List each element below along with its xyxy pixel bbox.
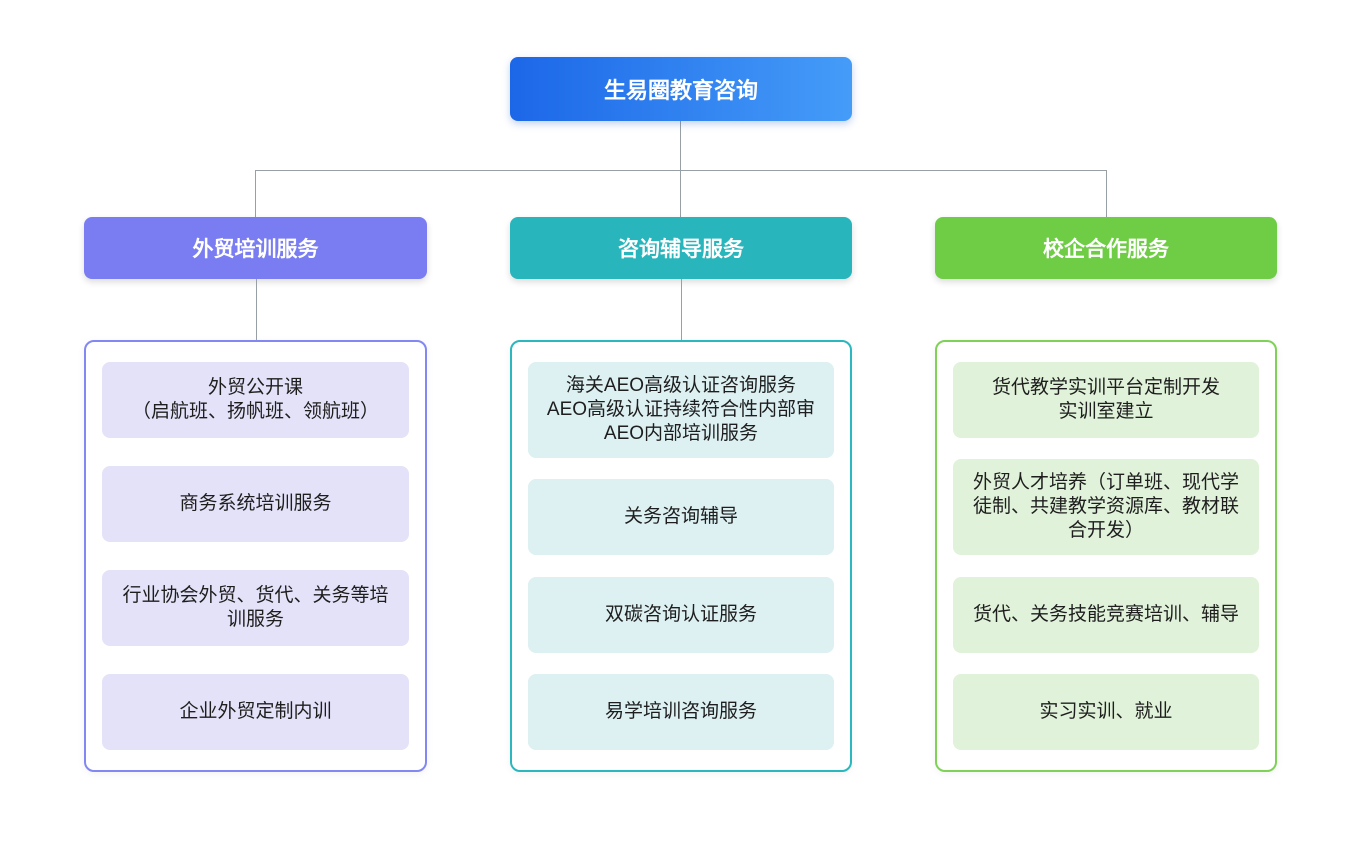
connector-branch1-drop (255, 279, 257, 340)
leaf-item: 关务咨询辅导 (528, 479, 834, 556)
leaf-item: 货代教学实训平台定制开发 实训室建立 (953, 362, 1259, 438)
connector-branch3-stem (1106, 170, 1107, 217)
leaf-item: 行业协会外贸、货代、关务等培训服务 (102, 570, 409, 646)
branch-container-consulting-coaching: 海关AEO高级认证咨询服务 AEO高级认证持续符合性内部审 AEO内部培训服务 … (510, 340, 852, 772)
branch-school-enterprise-cooperation: 校企合作服务 货代教学实训平台定制开发 实训室建立 外贸人才培养（订单班、现代学… (935, 217, 1277, 772)
branch-header-school-enterprise-cooperation: 校企合作服务 (935, 217, 1277, 279)
connector-root-stem (680, 121, 681, 170)
branch-container-school-enterprise-cooperation: 货代教学实训平台定制开发 实训室建立 外贸人才培养（订单班、现代学徒制、共建教学… (935, 340, 1277, 772)
leaf-item: 外贸公开课 （启航班、扬帆班、领航班） (102, 362, 409, 438)
root-node-label: 生易圈教育咨询 (603, 78, 758, 103)
leaf-item: 双碳咨询认证服务 (528, 576, 834, 653)
leaf-item: 企业外贸定制内训 (102, 674, 409, 750)
connector-branch1-stem (255, 170, 256, 217)
branch-header-label: 咨询辅导服务 (618, 238, 744, 261)
branch-header-consulting-coaching: 咨询辅导服务 (510, 217, 852, 279)
leaf-item: 货代、关务技能竞赛培训、辅导 (953, 576, 1259, 653)
branch-container-foreign-trade-training: 外贸公开课 （启航班、扬帆班、领航班） 商务系统培训服务 行业协会外贸、货代、关… (84, 340, 427, 772)
leaf-item: 海关AEO高级认证咨询服务 AEO高级认证持续符合性内部审 AEO内部培训服务 (528, 362, 834, 458)
leaf-item: 外贸人才培养（订单班、现代学徒制、共建教学资源库、教材联合开发） (953, 459, 1259, 556)
connector-branch2-drop (681, 279, 682, 340)
branch-consulting-coaching: 咨询辅导服务 海关AEO高级认证咨询服务 AEO高级认证持续符合性内部审 AEO… (510, 217, 852, 772)
leaf-item: 实习实训、就业 (953, 673, 1259, 750)
leaf-item: 易学培训咨询服务 (528, 673, 834, 750)
branch-foreign-trade-training: 外贸培训服务 外贸公开课 （启航班、扬帆班、领航班） 商务系统培训服务 行业协会… (84, 217, 427, 772)
connector-branch2-stem (680, 170, 681, 217)
leaf-item: 商务系统培训服务 (102, 466, 409, 542)
root-node: 生易圈教育咨询 (510, 57, 852, 121)
branch-header-foreign-trade-training: 外贸培训服务 (84, 217, 427, 279)
branch-header-label: 外贸培训服务 (192, 238, 319, 261)
branch-header-label: 校企合作服务 (1043, 238, 1169, 261)
